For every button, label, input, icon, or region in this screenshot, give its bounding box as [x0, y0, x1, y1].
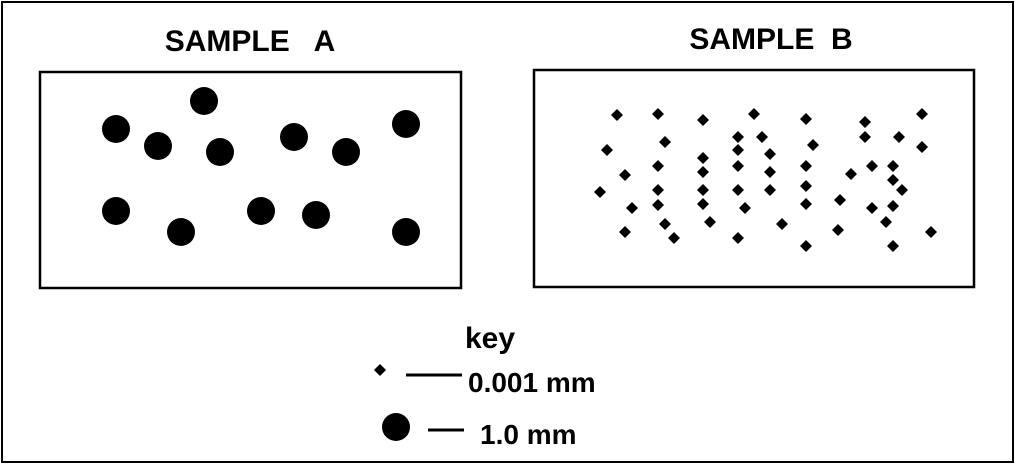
sample-b-particle [619, 226, 631, 238]
sample-a-particle [302, 201, 330, 229]
sample-b-particle [697, 166, 709, 178]
sample-b-particle [739, 202, 751, 214]
sample-b-particle [619, 169, 631, 181]
sample-a-box [38, 70, 463, 290]
sample-b-particle [800, 240, 812, 252]
sample-b-particle [800, 180, 812, 192]
sample-b-title: SAMPLE B [689, 23, 852, 56]
sample-b-particle [800, 160, 812, 172]
sample-b-particle [732, 144, 744, 156]
sample-b-particle [807, 139, 819, 151]
sample-b-particle [887, 174, 899, 186]
sample-b-particle [764, 166, 776, 178]
sample-a-particle [190, 87, 218, 115]
sample-b-particle [652, 108, 664, 120]
sample-b-particle [859, 116, 871, 128]
sample-b-particle [887, 240, 899, 252]
sample-a-particle [102, 115, 130, 143]
key-large-label: 1.0 mm [480, 419, 577, 450]
sample-a-particle [392, 218, 420, 246]
sample-b-particle [611, 109, 623, 121]
sample-b-particle [732, 160, 744, 172]
sample-b-particle [845, 168, 857, 180]
sample-a-particle [102, 197, 130, 225]
sample-b-particle [887, 200, 899, 212]
sample-b-particle [776, 218, 788, 230]
sample-b-particle [834, 194, 846, 206]
sample-b-particle [601, 144, 613, 156]
key-title: key [465, 322, 515, 355]
sample-b-particle [764, 148, 776, 160]
key-large-particle [382, 413, 410, 441]
sample-a-title: SAMPLE A [165, 25, 336, 58]
sample-b-particle [916, 108, 928, 120]
sample-b-particle [880, 216, 892, 228]
sample-b-particle [748, 108, 760, 120]
sample-b-particle [866, 160, 878, 172]
sample-b-particle [652, 199, 664, 211]
sample-b-particle [659, 218, 671, 230]
sample-b-particle [697, 184, 709, 196]
sample-a-particle [144, 132, 172, 160]
sample-b-particle [859, 131, 871, 143]
sample-b-particle [896, 184, 908, 196]
sample-b-particle [925, 226, 937, 238]
sample-b-particle [800, 198, 812, 210]
sample-b-particle [652, 160, 664, 172]
sample-b-particle [893, 131, 905, 143]
sample-b-particles [594, 108, 937, 252]
sample-b-particle [866, 202, 878, 214]
sample-b-particle [704, 216, 716, 228]
key-small-particle [374, 364, 386, 376]
sample-a-particle [332, 138, 360, 166]
sample-a-particles [102, 87, 420, 246]
sample-b-particle [732, 184, 744, 196]
sample-b-particle [916, 141, 928, 153]
sample-a-particle [280, 123, 308, 151]
key-small-label: 0.001 mm [468, 367, 596, 398]
sample-b-box [532, 68, 976, 289]
sample-b-particle [732, 232, 744, 244]
sample-b-particle [697, 114, 709, 126]
sample-b-particle [594, 186, 606, 198]
sample-b-particle [652, 184, 664, 196]
sample-b-particle [764, 184, 776, 196]
sample-a-particle [247, 197, 275, 225]
sample-b-particle [626, 202, 638, 214]
sample-b-particle [668, 232, 680, 244]
sample-b-particle [756, 131, 768, 143]
sample-a-particle [392, 110, 420, 138]
sample-b-particle [732, 131, 744, 143]
sample-b-particle [659, 136, 671, 148]
sample-a-particle [206, 138, 234, 166]
sample-b-particle [887, 160, 899, 172]
sample-b-particle [697, 152, 709, 164]
sample-b-particle [697, 198, 709, 210]
sample-b-particle [832, 224, 844, 236]
sample-b-particle [800, 113, 812, 125]
sample-a-particle [167, 218, 195, 246]
